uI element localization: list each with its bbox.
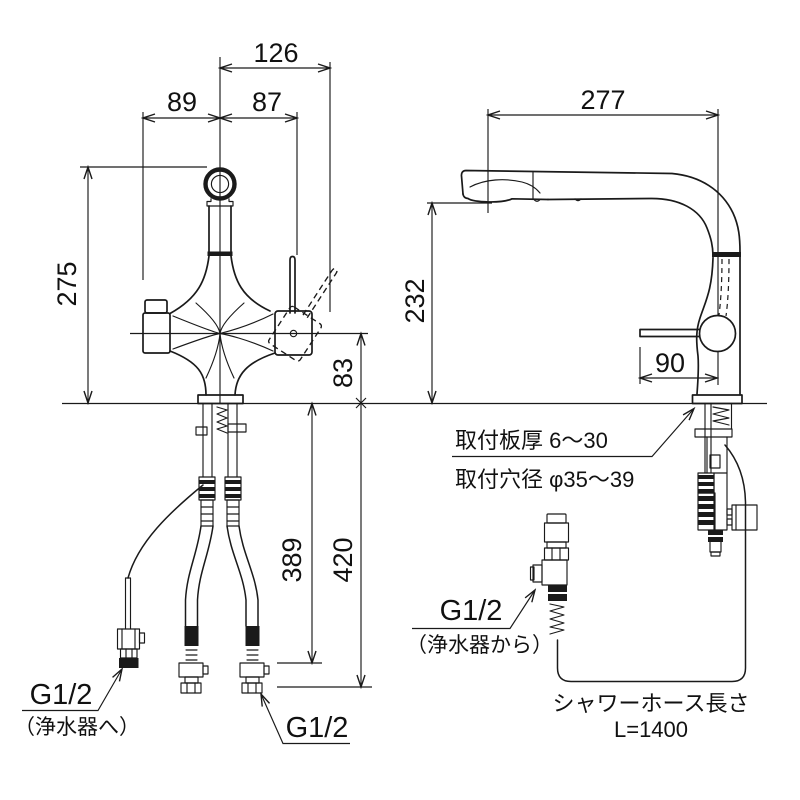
lever-pivot-cap <box>698 314 737 353</box>
lever-cartridge-block <box>274 310 313 356</box>
shank-spring <box>216 406 228 434</box>
leader-g12-center <box>412 590 535 630</box>
front-under-counter <box>116 402 270 694</box>
supply-hose-right <box>226 525 247 627</box>
dim-90-label: 90 <box>655 348 685 378</box>
shower-hose <box>556 444 747 683</box>
g12-right-label: G1/2 <box>286 712 349 744</box>
dim-89-label: 89 <box>167 87 197 117</box>
lever-pivot <box>289 329 298 338</box>
side-shank-spring <box>712 406 730 426</box>
hose-nut-right <box>241 682 263 694</box>
adapter-spring-tail <box>549 603 565 635</box>
adapter-side-port <box>532 564 543 583</box>
body-outline <box>169 255 210 315</box>
front-view <box>116 167 338 694</box>
g12-left-note: （浄水器へ） <box>14 716 140 739</box>
supply-hose-left <box>184 525 202 627</box>
purifier-handle-body <box>142 312 171 354</box>
dim-232-label: 232 <box>400 278 430 323</box>
dim-277-label: 277 <box>580 85 625 115</box>
faucet-base <box>197 394 244 405</box>
purifier-handle-knob <box>144 299 168 314</box>
note-mount-thickness: 取付板厚 6〜30 <box>455 428 608 453</box>
hose-length-label-1: シャワーホース長さ <box>553 691 750 716</box>
leader-lines <box>22 409 694 745</box>
dim-275-label: 275 <box>52 261 82 306</box>
dim-420-label: 420 <box>328 537 358 582</box>
spout-ring <box>203 167 237 201</box>
purifier-fitting-thread <box>119 658 139 668</box>
body-flutes <box>172 302 274 379</box>
g12-left-label: G1/2 <box>30 679 93 711</box>
g12-center-label: G1/2 <box>440 595 503 627</box>
lever-swing-dashed <box>268 267 338 362</box>
side-joint-band <box>712 252 741 257</box>
side-view <box>460 169 758 683</box>
dim-87-label: 87 <box>252 87 282 117</box>
internal-hose-dashed <box>718 258 730 317</box>
hose-stopper-box <box>731 504 758 531</box>
hose-nut-left <box>180 682 202 694</box>
spout-joint-band <box>207 251 233 256</box>
dim-126-label: 126 <box>253 38 298 68</box>
purifier-adapter-valve <box>529 513 570 635</box>
leader-g12-left <box>22 669 122 712</box>
side-base <box>691 394 743 405</box>
purifier-tube <box>127 484 204 579</box>
dimension-lines <box>88 68 718 687</box>
dim-389-label: 389 <box>277 537 307 582</box>
dim-tick-83-420 <box>355 397 367 409</box>
mounting-flange-nut <box>694 428 733 438</box>
side-lever-rod <box>639 328 708 338</box>
labels: 126 89 87 275 83 389 420 277 232 90 取付板厚… <box>14 38 749 744</box>
leader-g12-right <box>261 694 350 745</box>
dim-83-label: 83 <box>328 358 358 388</box>
note-mount-hole-dia: 取付穴径 φ35〜39 <box>455 467 634 492</box>
leader-mount-thickness <box>452 409 694 458</box>
lever-rod <box>289 255 296 314</box>
spout-arm-outline <box>460 169 741 395</box>
hose-length-label-2: L=1400 <box>614 717 688 742</box>
side-under-counter <box>556 402 758 683</box>
g12-center-note: （浄水器から） <box>406 634 553 657</box>
